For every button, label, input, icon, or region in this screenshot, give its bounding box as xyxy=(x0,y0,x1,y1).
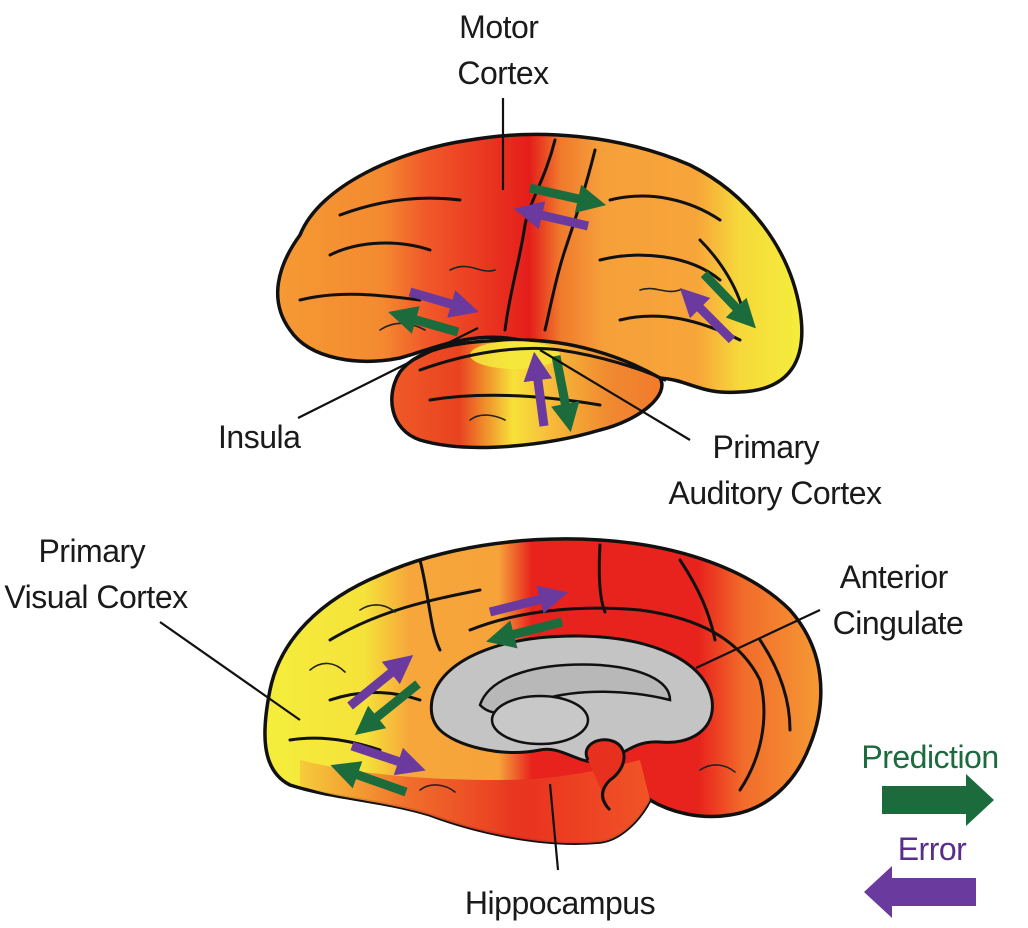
error-arrow xyxy=(513,201,590,231)
lateral-brain-view xyxy=(275,98,804,450)
insula-label: Insula xyxy=(218,419,301,455)
medial-brain-view xyxy=(159,537,823,871)
motor-cortex-label: Motor Cortex xyxy=(457,9,549,91)
auditory-cortex-leader xyxy=(539,349,691,441)
temporal-lobe xyxy=(390,338,664,450)
error-arrow xyxy=(679,287,736,344)
anterior-cingulate-leader xyxy=(695,609,821,669)
hippocampus-leader xyxy=(548,783,560,871)
prediction-arrow xyxy=(354,680,421,736)
hippocampus-region xyxy=(584,738,626,812)
lateral-sulci xyxy=(298,138,747,421)
legend-error-arrow xyxy=(864,866,976,918)
error-arrow xyxy=(347,654,414,710)
error-arrow xyxy=(408,287,479,318)
legend-error-label: Error xyxy=(898,831,967,867)
primary-auditory-cortex-label: Primary Auditory Cortex xyxy=(668,429,882,511)
prediction-arrow xyxy=(486,617,564,649)
legend-prediction-arrow xyxy=(882,774,994,826)
legend: Prediction Error xyxy=(861,739,999,918)
error-arrow xyxy=(488,585,568,617)
prediction-arrow xyxy=(551,355,580,433)
primary-visual-cortex-label: Primary Visual Cortex xyxy=(4,533,188,615)
error-arrow xyxy=(523,351,553,427)
thalamus xyxy=(490,694,590,746)
prediction-arrow xyxy=(529,183,607,213)
prediction-arrow xyxy=(700,270,756,329)
visual-cortex-leader xyxy=(159,621,301,721)
hippocampus-label: Hippocampus xyxy=(465,885,655,921)
prediction-arrow xyxy=(388,306,460,337)
prediction-arrow xyxy=(330,761,408,797)
insula-leader xyxy=(297,327,479,419)
legend-prediction-label: Prediction xyxy=(861,739,998,775)
anterior-cingulate-label: Anterior Cingulate xyxy=(833,559,964,641)
error-arrow xyxy=(350,741,426,776)
